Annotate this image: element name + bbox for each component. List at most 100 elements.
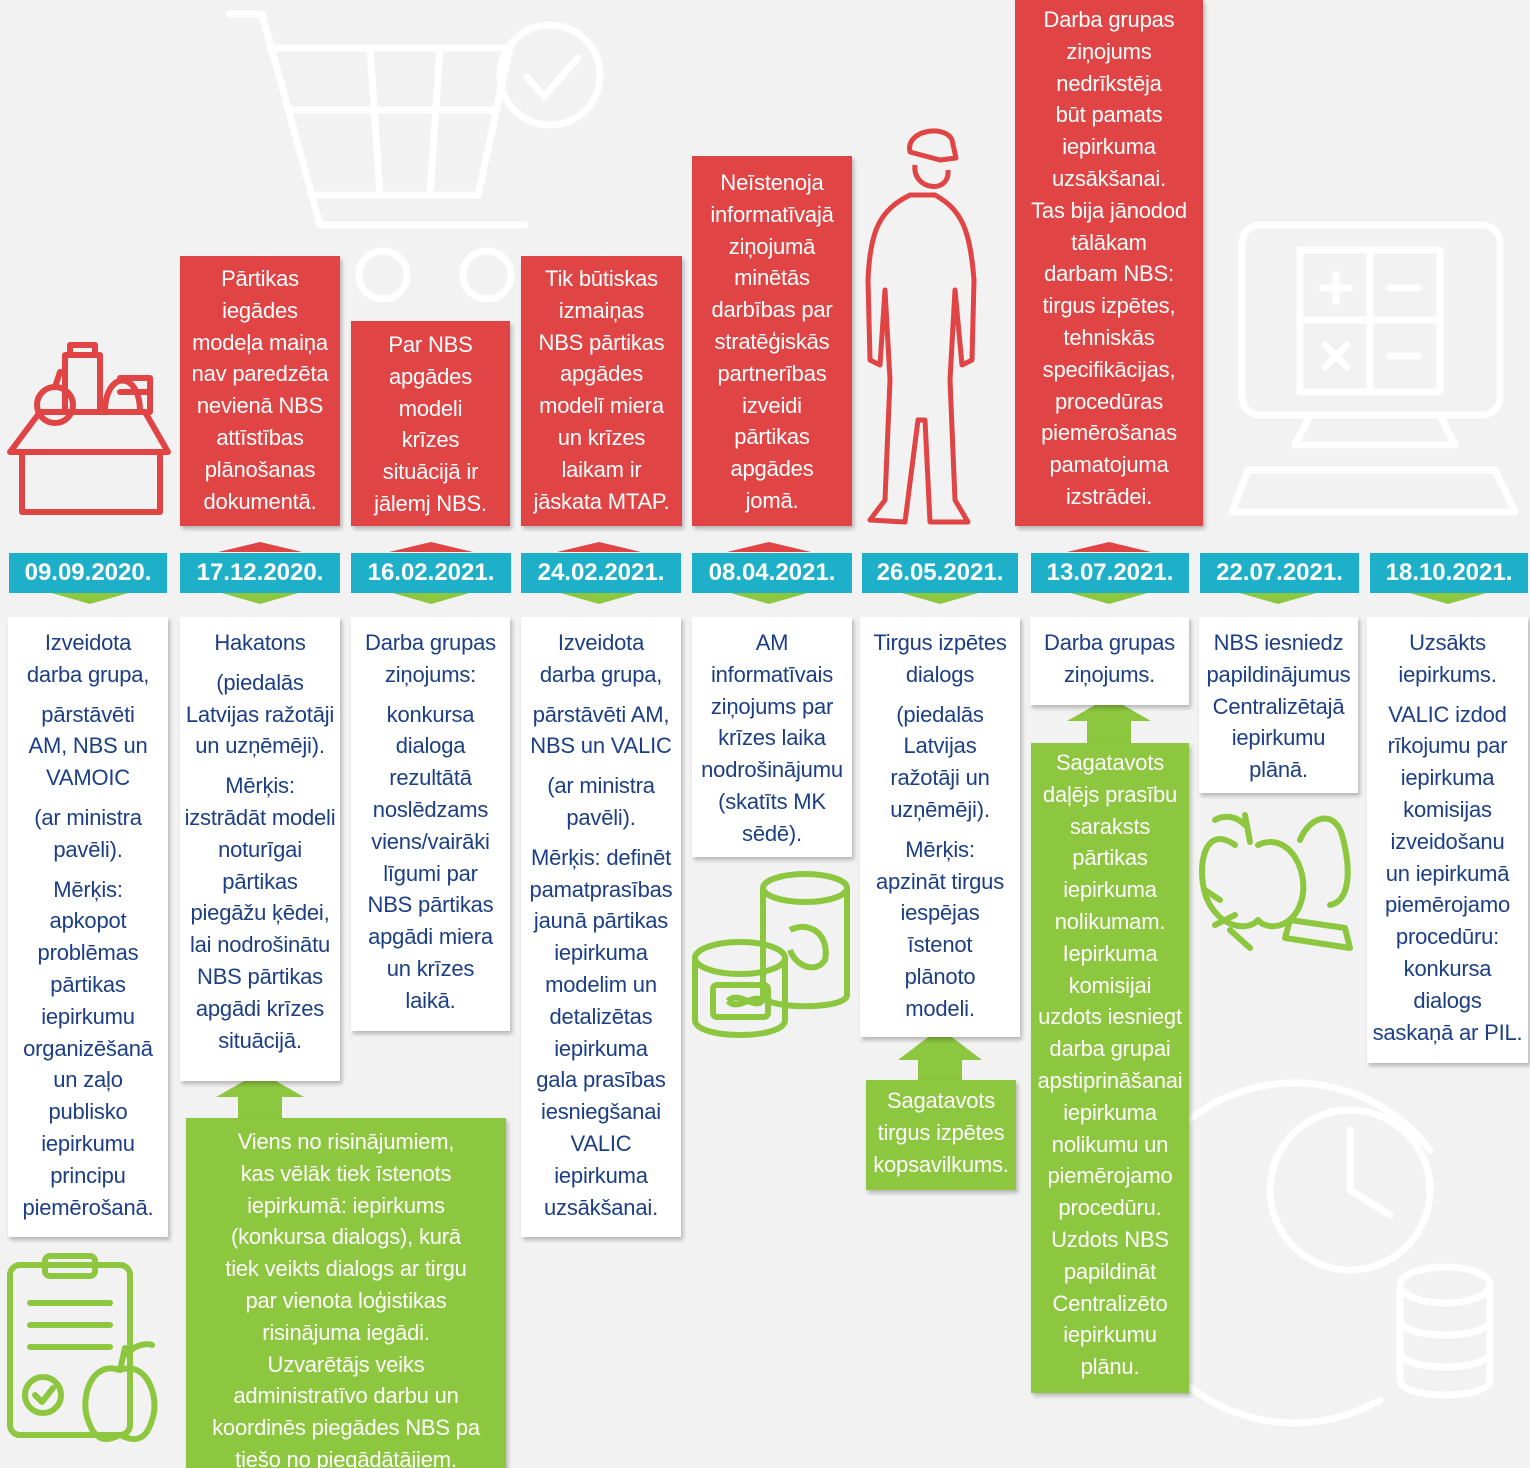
result-line: apstiprināšanai xyxy=(1037,1067,1183,1093)
note-line: Tas bija jānodod xyxy=(1031,197,1187,223)
result-line: tiešo no piegādātājiem. xyxy=(235,1446,457,1468)
result-line: nolikumu un xyxy=(1051,1131,1169,1157)
result-line: risinājuma iegādi. xyxy=(262,1319,430,1345)
event-line: piegāžu ķēdei, xyxy=(190,900,330,926)
event-line: iepirkuma xyxy=(1400,765,1495,791)
event-line: lai nodrošinātu xyxy=(189,932,331,958)
note-line: minētās xyxy=(734,265,810,291)
event-line: pavēli). xyxy=(566,804,636,830)
result-line: tiek veikts dialogs ar tirgu xyxy=(225,1256,467,1282)
note-line: jomā. xyxy=(745,487,799,513)
event-line: pavēli). xyxy=(53,836,123,862)
event-line: (skatīts MK xyxy=(718,788,826,814)
date-pill-5: 08.04.2021. xyxy=(692,553,852,593)
event-line: konkursa xyxy=(386,701,475,727)
event-line: ziņojums. xyxy=(1063,661,1156,687)
event-line: Izveidota xyxy=(44,630,132,655)
date-pill-3: 16.02.2021. xyxy=(351,553,511,593)
note-line: informatīvajā xyxy=(710,201,834,227)
event-line: pārstāvēti xyxy=(41,701,135,727)
event-line: iepirkuma xyxy=(554,1162,648,1188)
note-line: un krīzes xyxy=(557,424,646,450)
event-line: modelim un xyxy=(545,971,657,997)
event-line: plānoto xyxy=(904,963,976,989)
note-line: modeli xyxy=(398,395,463,421)
event-line: iesniegšanai xyxy=(541,1099,661,1125)
result-line: Uzdots NBS xyxy=(1051,1226,1169,1252)
event-line: detalizētas xyxy=(549,1003,653,1029)
event-line xyxy=(180,659,340,667)
event-line xyxy=(521,762,681,770)
note-line: pārtikas xyxy=(734,424,810,450)
note-line: tehniskās xyxy=(1063,324,1155,350)
event-line: dialoga xyxy=(395,733,466,759)
date-pill-9: 18.10.2021. xyxy=(1370,553,1528,593)
event-line: plānā. xyxy=(1249,757,1308,783)
note-line: Tik būtiskas xyxy=(545,266,658,291)
event-line: noslēdzams xyxy=(372,796,489,822)
event-line: ziņojums: xyxy=(384,661,477,687)
event-line: NBS pārtikas xyxy=(367,892,494,918)
event-line: informatīvais xyxy=(710,661,834,687)
event-line: piemērojamo xyxy=(1385,892,1510,918)
note-line: izmaiņas xyxy=(558,297,645,323)
event-line: Uzsākts xyxy=(1409,630,1486,655)
event-line: problēmas xyxy=(37,940,139,966)
event-line: uzsākšanai. xyxy=(544,1194,658,1220)
note-line: izstrādei. xyxy=(1065,483,1153,509)
event-line: organizēšanā xyxy=(23,1035,153,1061)
result-line: procedūru. xyxy=(1058,1195,1162,1221)
event-line: dialogs xyxy=(905,661,975,687)
event-line: apzināt tirgus xyxy=(875,868,1005,894)
note-line: izveidi xyxy=(742,392,802,418)
event-line: nodrošinājumu xyxy=(701,757,843,783)
date-pill-2: 17.12.2020. xyxy=(180,553,340,593)
result-line: darba grupai xyxy=(1049,1036,1171,1062)
event-line xyxy=(1367,691,1528,699)
event-line: NBS un VALIC xyxy=(530,733,672,759)
event-line: Centralizētajā xyxy=(1212,693,1345,719)
result-line: saraksts xyxy=(1069,813,1151,839)
event-line: Mērķis: xyxy=(225,773,295,799)
note-line: Darba grupas xyxy=(1043,7,1175,32)
event-line: piemērošanā. xyxy=(22,1194,154,1220)
note-line: jāskata MTAP. xyxy=(533,488,670,514)
result-line: kas vēlāk tiek īstenots xyxy=(240,1160,452,1186)
event-line: un uzņēmēji). xyxy=(195,733,325,759)
event-line: iepirkuma xyxy=(554,1035,648,1061)
note-line: krīzes xyxy=(401,427,460,453)
note-line: attīstības xyxy=(216,424,304,450)
event-line: sēdē). xyxy=(742,820,802,846)
result-line: koordinēs piegādes NBS pa xyxy=(212,1415,480,1441)
shopping-cart-check-icon xyxy=(226,10,604,303)
event-line: VALIC izdod xyxy=(1388,701,1507,727)
event-line: procedūru: xyxy=(1395,924,1500,950)
result-line: nolikumam. xyxy=(1054,908,1166,934)
note-line: būt pamats xyxy=(1055,102,1163,128)
result-line: par vienota loģistikas xyxy=(245,1287,447,1313)
result-line: daļējs prasību xyxy=(1042,781,1178,807)
event-line: Latvijas xyxy=(903,733,977,759)
note-line: apgādes xyxy=(388,363,472,389)
event-line: līgumi par xyxy=(383,860,478,886)
result-line: Sagatavots xyxy=(886,1088,996,1113)
event-line: Mērķis: xyxy=(905,836,975,862)
event-line: papildinājumus xyxy=(1206,661,1351,687)
result-line: iepirkumā: iepirkums xyxy=(247,1192,445,1218)
result-line: kopsavilkums. xyxy=(873,1151,1009,1177)
event-line: situācijā. xyxy=(218,1027,302,1053)
result-line: piemērojamo xyxy=(1047,1163,1173,1189)
event-line: iepirkuma xyxy=(554,940,648,966)
